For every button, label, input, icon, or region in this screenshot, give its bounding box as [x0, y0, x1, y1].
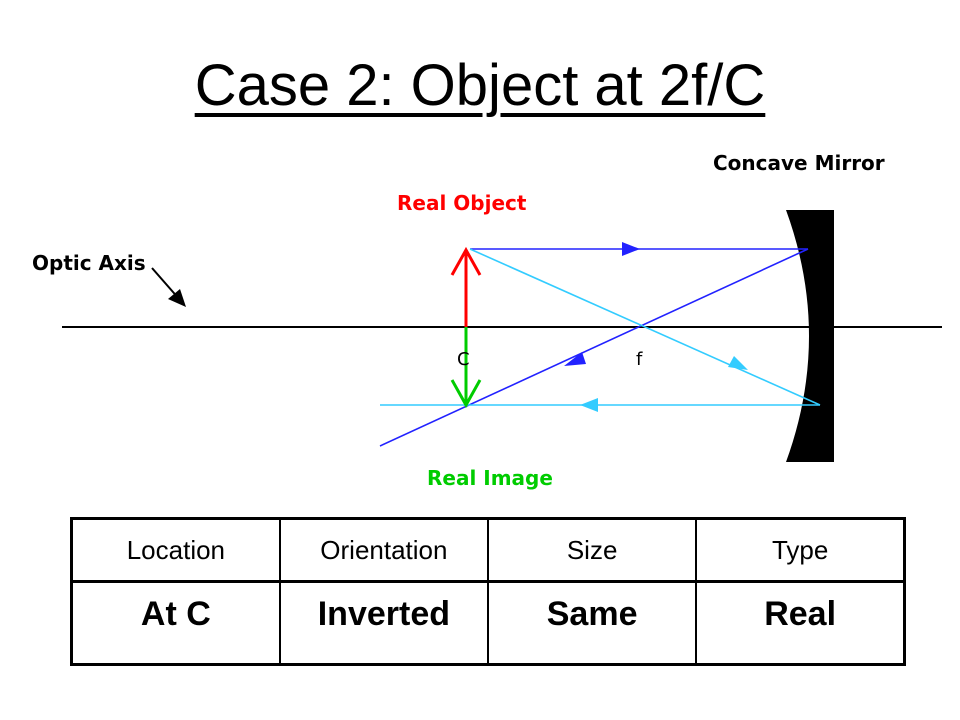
value-location: At C	[70, 580, 281, 666]
reflected-ray-through-focus	[379, 248, 809, 447]
center-point-label: C	[457, 349, 470, 370]
header-orientation: Orientation	[278, 517, 490, 583]
real-object-arrowhead	[450, 246, 482, 276]
concave-mirror-shape	[786, 210, 834, 462]
ray-direction-arrow	[728, 356, 748, 370]
value-type: Real	[695, 580, 906, 666]
ray-direction-arrow	[580, 398, 598, 412]
incident-ray-through-focus	[469, 248, 821, 406]
table-header-row: Location Orientation Size Type	[70, 517, 906, 583]
focal-point-label: f	[636, 349, 643, 370]
ray-direction-arrow	[622, 242, 640, 256]
real-object-label: Real Object	[397, 191, 527, 215]
real-image-label: Real Image	[427, 466, 553, 490]
header-size: Size	[486, 517, 698, 583]
optic-axis-label: Optic Axis	[32, 251, 146, 275]
header-type: Type	[695, 517, 906, 583]
real-image-arrowhead	[450, 379, 482, 409]
image-properties-table: Location Orientation Size Type At C Inve…	[70, 517, 906, 666]
concave-mirror-ray-diagram: Concave Mirror Real Object Optic Axis Re…	[32, 151, 942, 490]
table-row: At C Inverted Same Real	[70, 580, 906, 666]
value-size: Same	[486, 580, 698, 666]
optic-axis-pointer-head	[168, 289, 186, 307]
slide-title: Case 2: Object at 2f/C	[194, 53, 766, 118]
header-location: Location	[70, 517, 281, 583]
value-orientation: Inverted	[278, 580, 490, 666]
concave-mirror-label: Concave Mirror	[713, 151, 885, 175]
ray-direction-arrow	[564, 352, 586, 366]
